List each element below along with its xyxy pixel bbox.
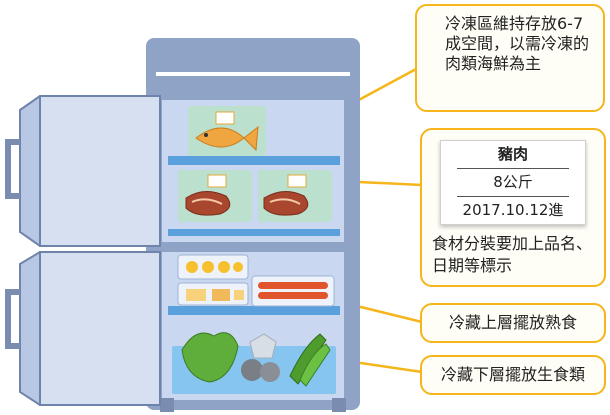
label-date: 2017.10.12進	[462, 201, 564, 219]
fridge-door	[5, 251, 161, 406]
lower-fridge-note: 冷藏下層擺放生食類	[440, 365, 585, 384]
fridge-door-handle	[5, 289, 20, 349]
label-name: 豬肉	[457, 141, 569, 169]
cooked-food-box-sausages	[251, 275, 335, 307]
crisper-drawer	[172, 332, 336, 394]
freezer-door	[5, 95, 161, 247]
cooked-food-box-eggs	[177, 254, 249, 280]
freezer-note-text: 冷凍區維持存放6-7成空間，以需冷凍的肉類海鮮為主	[445, 14, 590, 73]
label-example-callout: 豬肉 8公斤 2017.10.12進 食材分裝要加上品名、日期等標示	[420, 128, 606, 287]
shelves	[168, 156, 340, 315]
freezer-door-handle	[5, 139, 20, 199]
lower-fridge-callout: 冷藏下層擺放生食類	[420, 355, 606, 395]
label-weight: 8公斤	[457, 169, 569, 197]
label-note-text: 食材分裝要加上品名、日期等標示	[432, 234, 593, 275]
meat-bag-left	[178, 170, 252, 222]
food-label-card: 豬肉 8公斤 2017.10.12進	[440, 140, 586, 225]
freezer-note-callout: 冷凍區維持存放6-7成空間，以需冷凍的肉類海鮮為主	[415, 4, 605, 112]
cooked-food-box-cakes	[177, 282, 249, 306]
meat-bag-right	[258, 170, 332, 222]
upper-fridge-note: 冷藏上層擺放熟食	[448, 313, 577, 332]
upper-fridge-callout: 冷藏上層擺放熟食	[420, 303, 606, 343]
fish-bag	[188, 106, 266, 156]
